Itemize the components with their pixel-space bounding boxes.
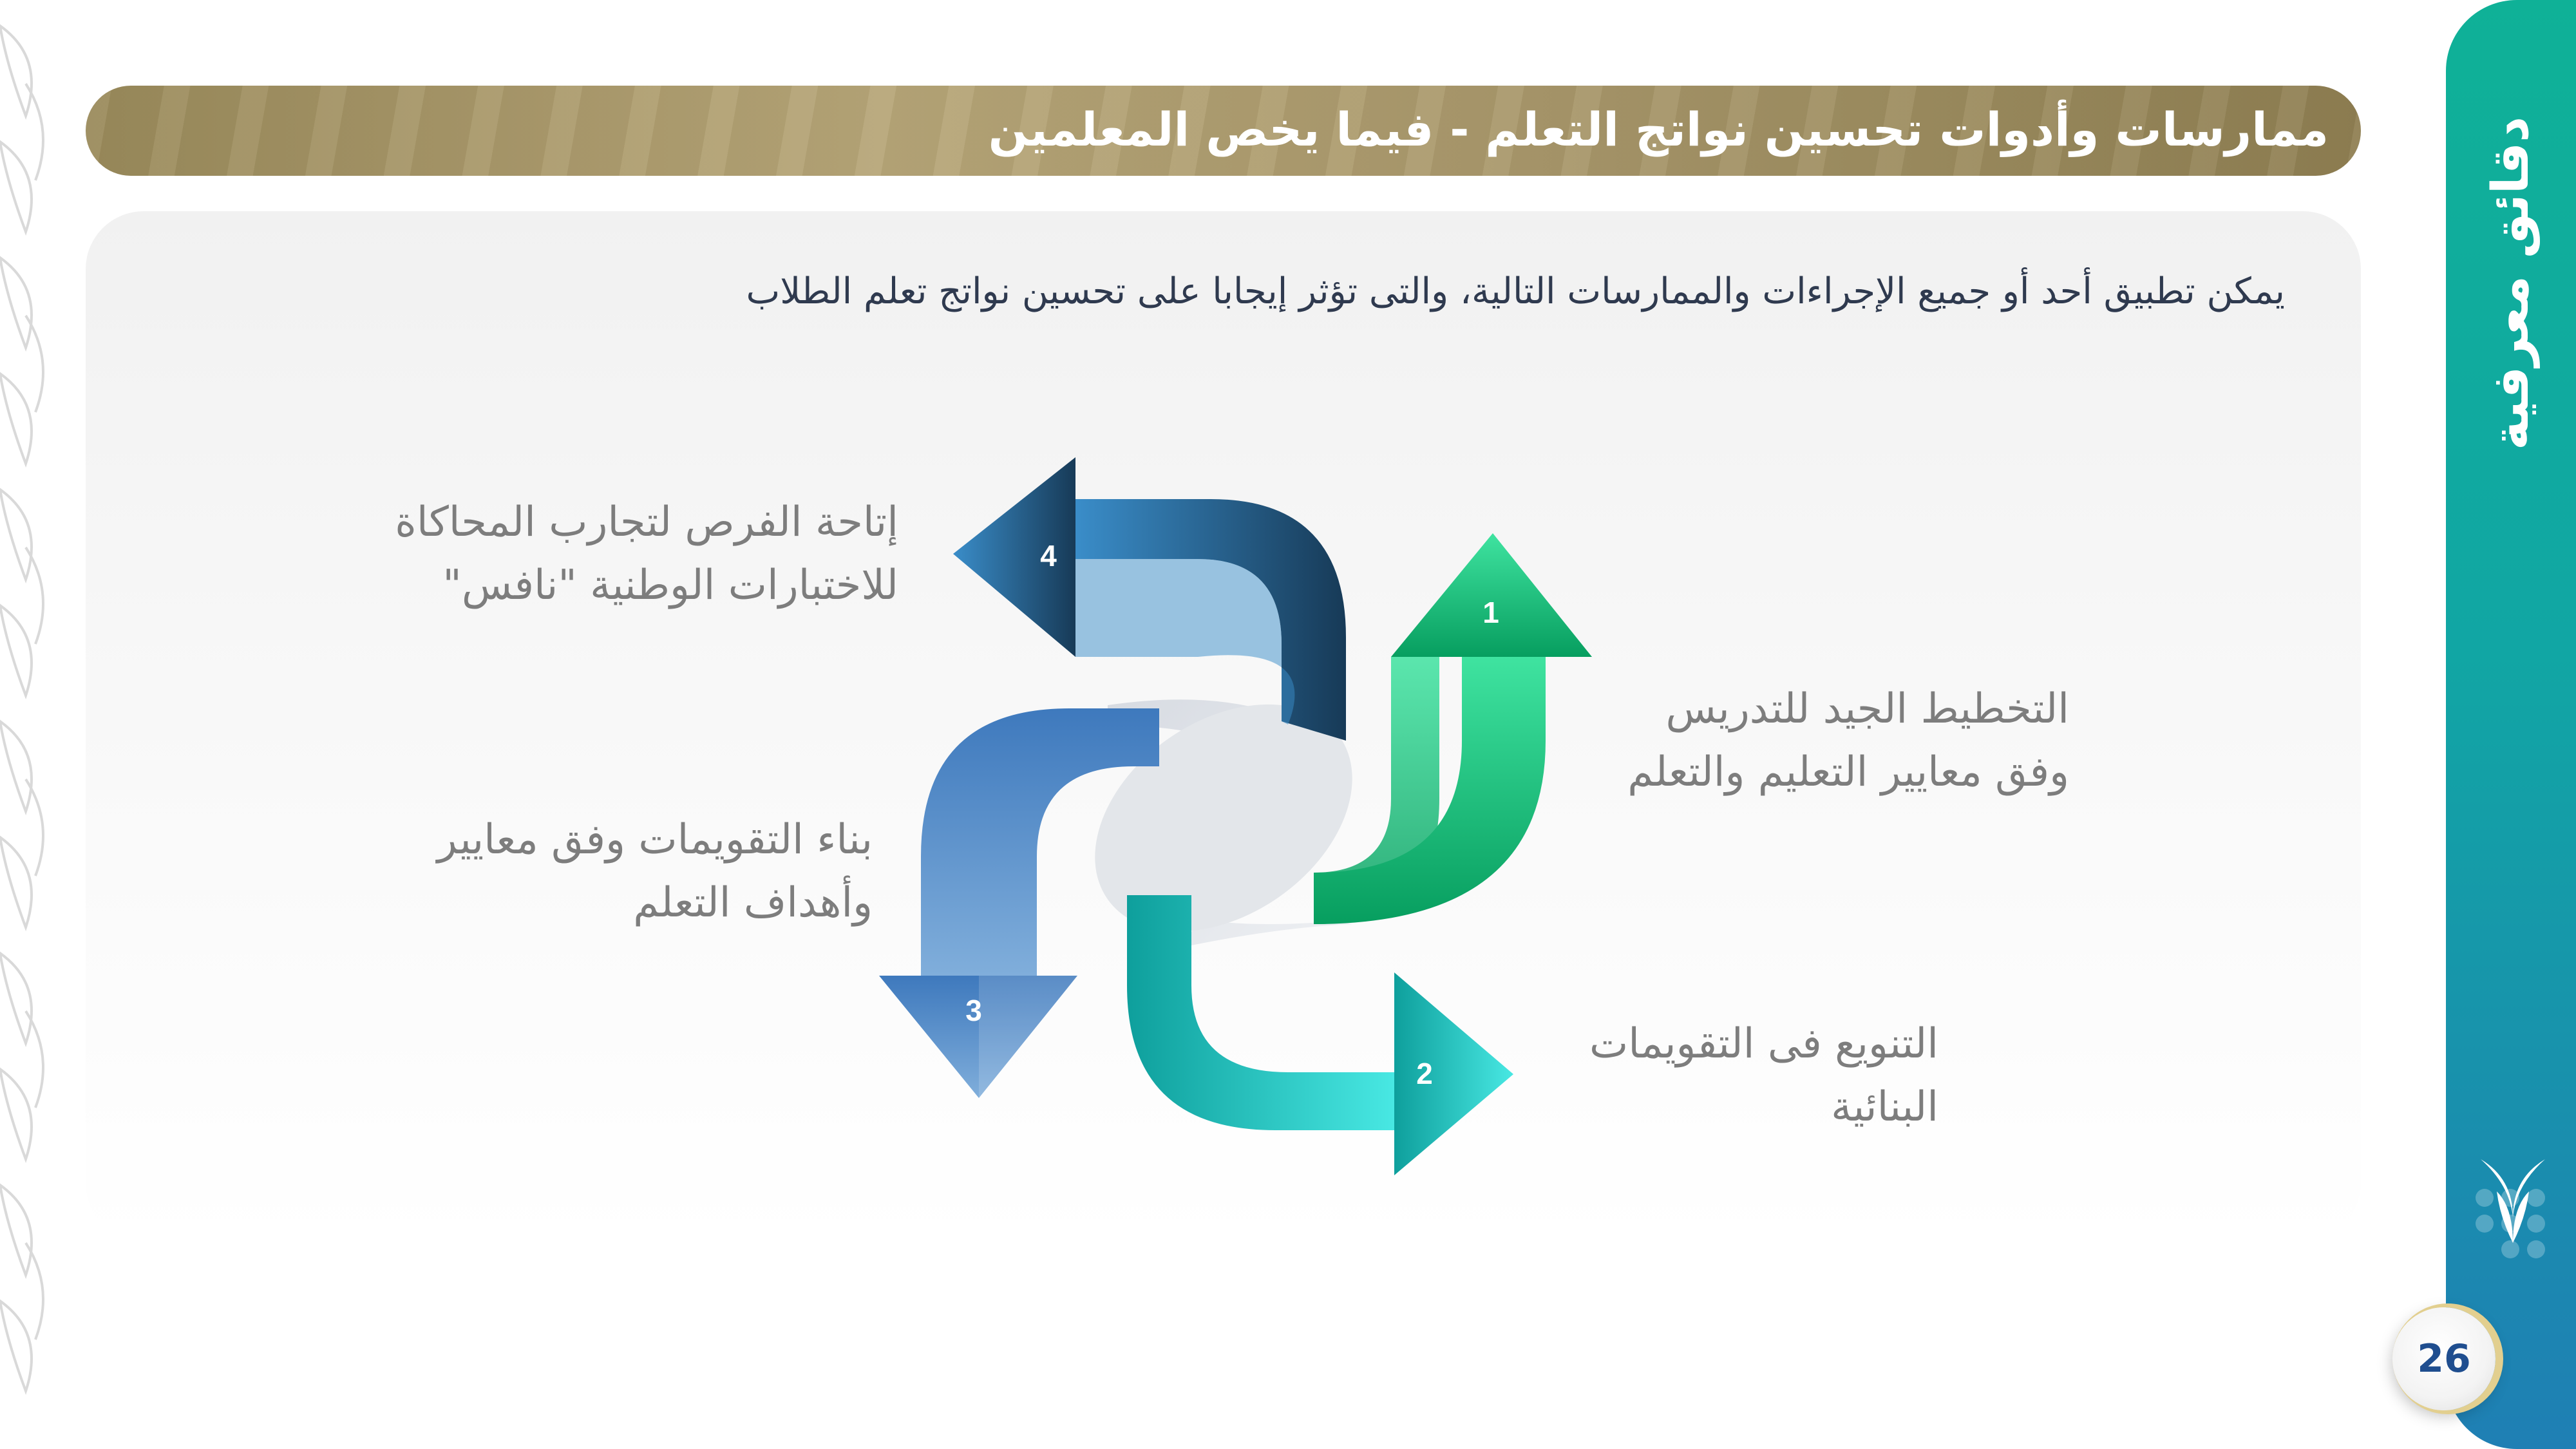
arrow-3-shape xyxy=(879,708,1159,1098)
arrow-2-shape xyxy=(1127,895,1513,1175)
leaf-logo-icon xyxy=(2481,1159,2545,1243)
step-label-1: التخطيط الجيد للتدريس وفق معايير التعليم… xyxy=(1627,677,2069,804)
step-number-2: 2 xyxy=(1416,1057,1433,1090)
decorative-leaf-pattern xyxy=(0,24,44,1395)
title-bar: ممارسات وأدوات تحسين نواتج التعلم - فيما… xyxy=(86,86,2361,176)
step-number-1: 1 xyxy=(1482,596,1499,629)
step-4-line-2: للاختبارات الوطنية "نافس" xyxy=(442,562,898,609)
page-number-badge: 26 xyxy=(2392,1307,2496,1410)
arrow-1-shape xyxy=(1314,533,1592,924)
step-number-4: 4 xyxy=(1040,539,1057,573)
step-label-4: إتاحة الفرص لتجارب المحاكاة للاختبارات ا… xyxy=(395,491,898,617)
step-1-line-1: التخطيط الجيد للتدريس xyxy=(1665,685,2069,733)
step-label-2: التنويع فى التقويمات البنائية xyxy=(1589,1012,1938,1139)
step-4-line-1: إتاحة الفرص لتجارب المحاكاة xyxy=(395,498,898,546)
center-twist-core xyxy=(1095,704,1352,932)
step-label-3: بناء التقويمات وفق معايير وأهداف التعلم xyxy=(437,808,873,934)
sidebar-title: دقائق معرفية xyxy=(2482,116,2540,451)
arrow-4-shape xyxy=(953,457,1346,741)
step-1-line-2: وفق معايير التعليم والتعلم xyxy=(1627,748,2069,796)
page-title: ممارسات وأدوات تحسين نواتج التعلم - فيما… xyxy=(988,102,2329,156)
step-number-3: 3 xyxy=(965,994,982,1027)
step-3-line-2: وأهداف التعلم xyxy=(633,879,873,927)
step-3-line-1: بناء التقويمات وفق معايير xyxy=(437,816,873,864)
step-2-line-1: التنويع فى التقويمات xyxy=(1589,1020,1938,1068)
right-sidebar: دقائق معرفية xyxy=(2446,0,2576,1449)
intro-text: يمكن تطبيق أحد أو جميع الإجراءات والممار… xyxy=(746,270,2285,312)
step-2-line-2: البنائية xyxy=(1831,1083,1938,1131)
